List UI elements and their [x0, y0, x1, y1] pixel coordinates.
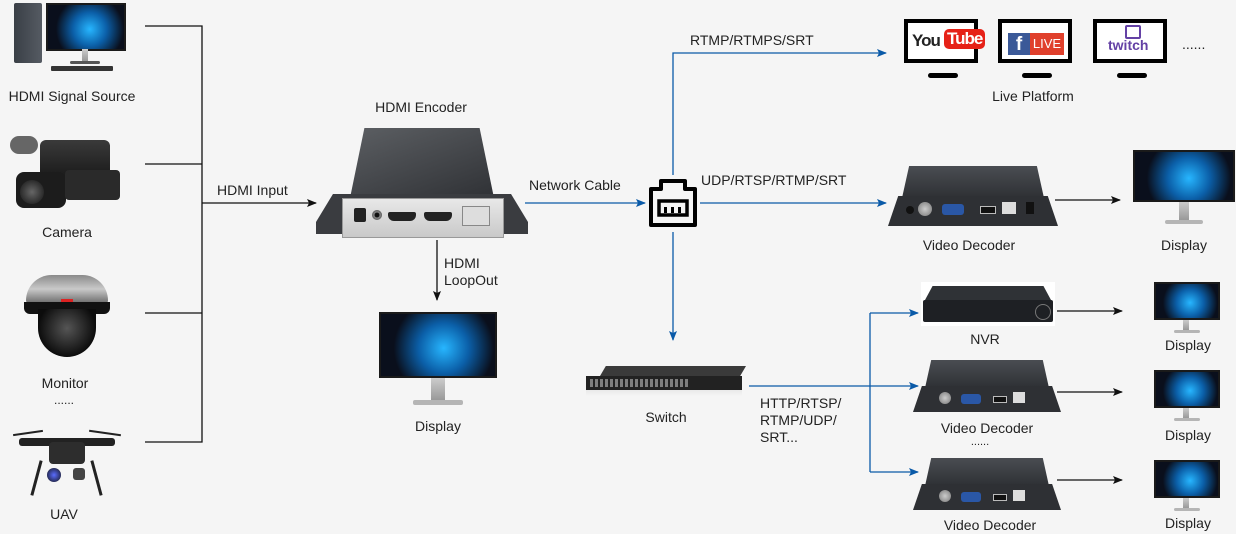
- audio-port: [372, 210, 382, 220]
- nvr-display-label: Display: [1165, 337, 1211, 353]
- video-decoder-top-device[interactable]: [888, 166, 1058, 228]
- hdmi-in-port: [388, 212, 416, 221]
- nvr-display-icon: [1154, 282, 1220, 334]
- hdmi-loopout-label-line1: HDMI: [444, 255, 480, 271]
- live-protocols-label: RTMP/RTMPS/SRT: [690, 32, 814, 48]
- tv-frame: f LIVE: [998, 19, 1072, 63]
- facebook-logo-f: f: [1008, 33, 1030, 55]
- tv-stand: [1022, 73, 1052, 78]
- dome-camera-icon: [24, 275, 110, 359]
- video-decoder-2-device[interactable]: [913, 360, 1061, 414]
- source-label-hdmi-signal-source: HDMI Signal Source: [8, 88, 136, 104]
- decoder-2-display-icon: [1154, 370, 1220, 422]
- network-cable-label: Network Cable: [529, 177, 621, 193]
- source-label-camera: Camera: [42, 224, 92, 240]
- twitch-logo: twitch: [1108, 37, 1149, 53]
- net-port: [462, 206, 490, 226]
- wire-source-1: [145, 25, 203, 443]
- decoder-2-display-label: Display: [1165, 427, 1211, 443]
- loopout-display-label: Display: [415, 418, 461, 434]
- switch-protocols-line3: SRT...: [760, 429, 798, 445]
- nvr-device[interactable]: [921, 282, 1055, 326]
- video-decoder-3-device[interactable]: [913, 458, 1061, 512]
- nvr-label: NVR: [970, 331, 1000, 347]
- facebook-logo-live: LIVE: [1030, 33, 1064, 55]
- twitch-bubble-icon: [1125, 25, 1141, 39]
- decoder-top-label: Video Decoder: [922, 237, 1016, 253]
- tv-frame: You Tube: [904, 19, 986, 63]
- hdmi-input-label: HDMI Input: [217, 182, 288, 198]
- hdmi-encoder-device[interactable]: [316, 128, 528, 240]
- source-label-uav: UAV: [50, 506, 78, 522]
- outputs-ellipsis: ......: [970, 436, 990, 448]
- loopout-display-icon: [379, 312, 497, 410]
- decoder-display-label: Display: [1161, 237, 1207, 253]
- hdmi-out-port: [424, 212, 452, 221]
- decoder-2-label: Video Decoder: [940, 420, 1034, 436]
- tv-stand: [928, 73, 958, 78]
- video-camera-icon: [10, 132, 125, 212]
- decoder-3-label: Video Decoder: [943, 517, 1037, 533]
- youtube-logo-you: You: [912, 31, 941, 50]
- drone-icon: [5, 420, 127, 500]
- source-label-monitor: Monitor: [41, 375, 89, 391]
- decoder-3-display-label: Display: [1165, 515, 1211, 531]
- network-switch-device[interactable]: [586, 366, 746, 404]
- wire-live: [672, 49, 887, 175]
- decoder-protocols-label: UDP/RTSP/RTMP/SRT: [701, 172, 847, 188]
- switch-protocols-line1: HTTP/RTSP/: [760, 395, 842, 411]
- sources-ellipsis: ......: [53, 393, 75, 407]
- tv-frame: twitch: [1093, 19, 1167, 63]
- decoder-3-display-icon: [1154, 460, 1220, 512]
- live-platform-label: Live Platform: [992, 88, 1074, 104]
- switch-label: Switch: [645, 409, 687, 425]
- encoder-label: HDMI Encoder: [375, 99, 467, 115]
- tv-stand: [1117, 73, 1147, 78]
- ethernet-port-icon: [649, 179, 697, 227]
- platforms-more: ......: [1182, 36, 1206, 52]
- desktop-computer-icon: [14, 3, 126, 73]
- decoder-display-icon: [1133, 150, 1235, 226]
- hdmi-loopout-label-line2: LoopOut: [444, 272, 498, 288]
- power-port: [354, 208, 366, 222]
- youtube-logo-tube: Tube: [944, 29, 986, 49]
- switch-protocols-line2: RTMP/UDP/: [760, 412, 837, 428]
